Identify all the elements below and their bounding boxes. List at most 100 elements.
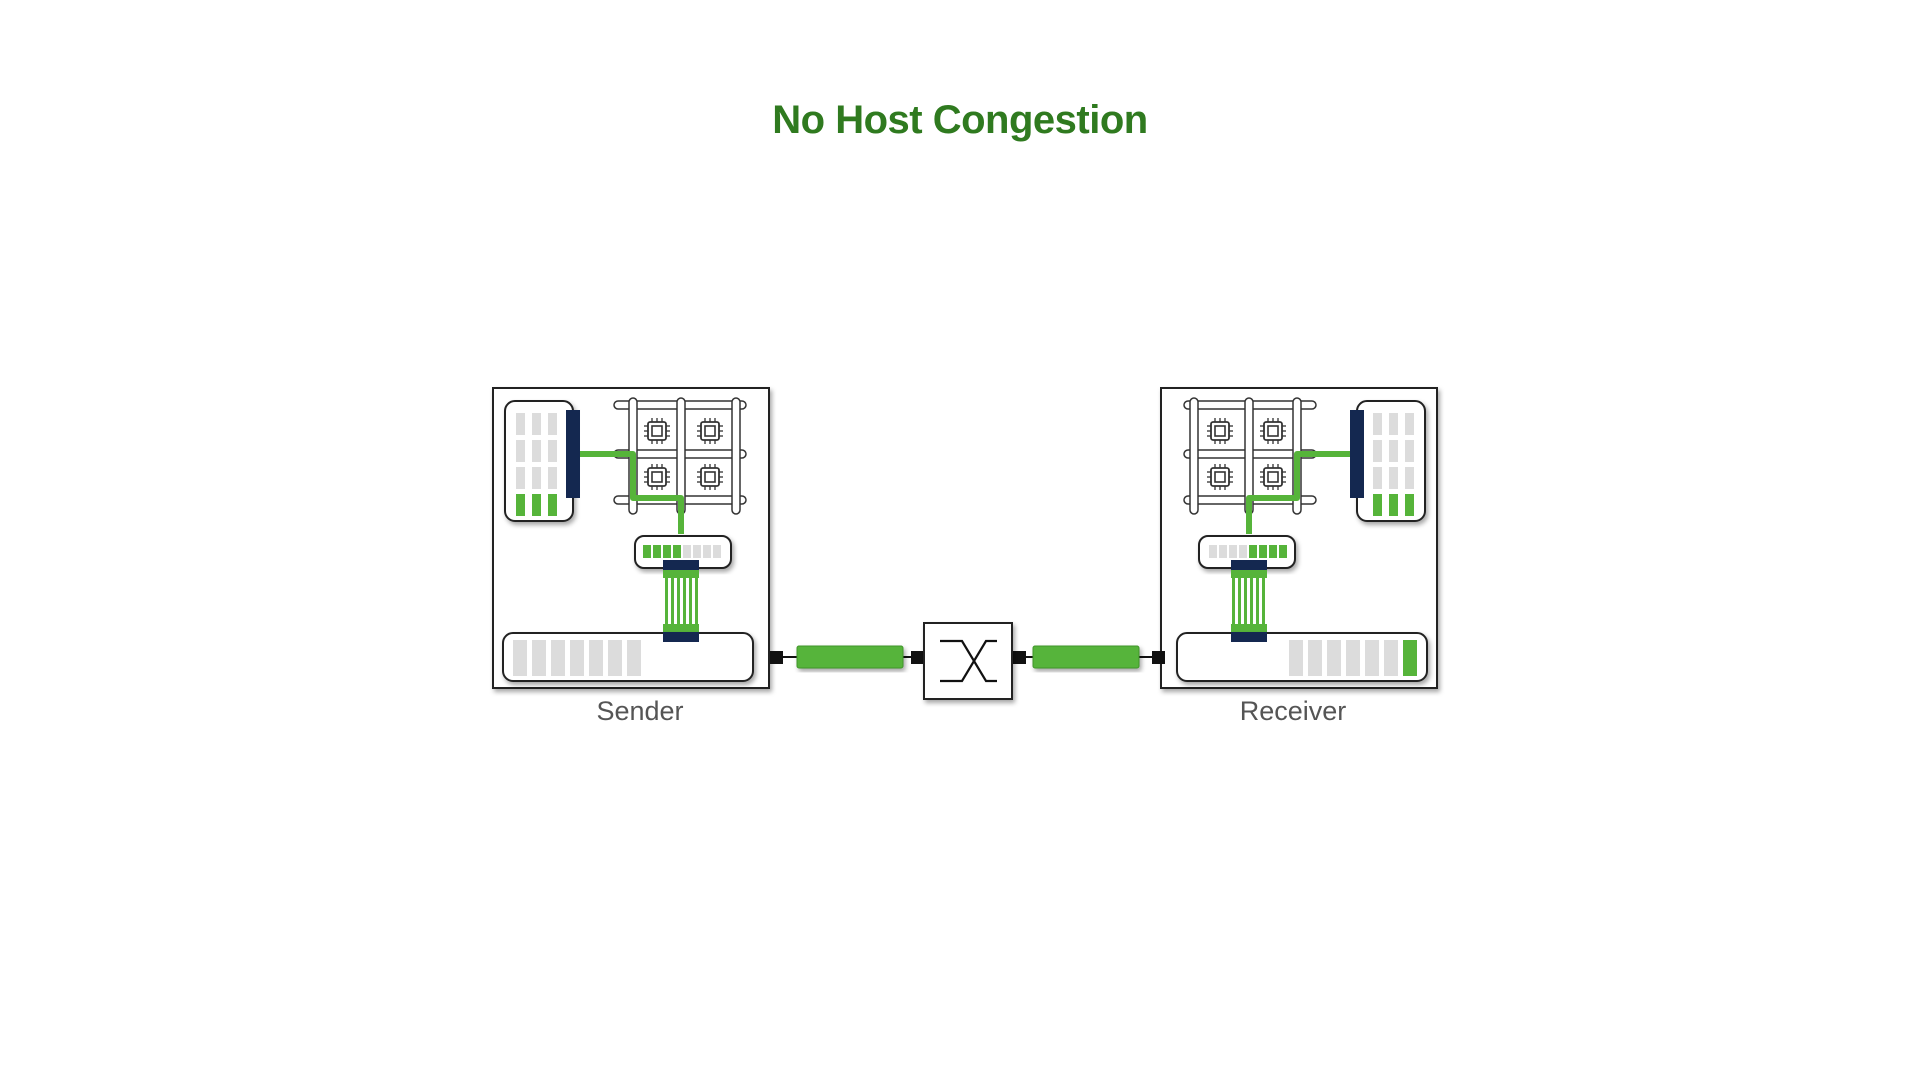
pcie-lane	[1262, 578, 1265, 625]
link-packet	[796, 645, 904, 669]
cpu-interconnect-grid	[580, 397, 747, 534]
cpu-chip-icon	[644, 418, 670, 444]
cpu-chip-icon	[644, 464, 670, 490]
cpu-chip-icon	[1207, 464, 1233, 490]
nic-queue	[502, 632, 754, 682]
active-path-overlay	[1246, 451, 1350, 534]
sender-host	[492, 387, 770, 689]
pcie-connector-top	[663, 560, 699, 570]
host-labels: Sender Receiver	[596, 696, 1346, 726]
memory-slot	[548, 467, 557, 489]
switch-frame	[923, 622, 1013, 700]
nic-queue-slot	[1384, 640, 1398, 676]
memory-slot	[1389, 467, 1398, 489]
cpu-cores	[644, 418, 723, 490]
nic-queue-slot	[570, 640, 584, 676]
network-switch	[923, 622, 1013, 700]
receiver-label: Receiver	[1240, 696, 1347, 726]
nic-queue-slot	[1308, 640, 1322, 676]
pcie-connector-top-band	[663, 570, 699, 578]
memory-module	[504, 400, 580, 522]
pcie-lane	[695, 578, 698, 625]
memory-slot	[532, 440, 541, 462]
memory-slot	[1373, 440, 1382, 462]
nic-pcie-port	[1231, 632, 1267, 642]
memory-controller	[1350, 410, 1364, 498]
nic-pcie-port	[663, 632, 699, 642]
buffer-slot	[653, 545, 661, 558]
memory-slot	[516, 413, 525, 435]
pcie-connector-bottom-band	[1231, 624, 1267, 632]
cpu-interconnect-grid	[1183, 397, 1350, 534]
buffer-slot	[1229, 545, 1237, 558]
buffer-slot	[1209, 545, 1217, 558]
memory-slot	[548, 440, 557, 462]
memory-slot	[1389, 440, 1398, 462]
memory-slot	[532, 494, 541, 516]
pcie-lane	[689, 578, 692, 625]
cpu-chip-icon	[1207, 418, 1233, 444]
buffer-slot	[1279, 545, 1287, 558]
memory-slot	[1405, 494, 1414, 516]
nic-queue-slot	[1365, 640, 1379, 676]
pcie-connector-bottom-band	[663, 624, 699, 632]
nic-queue-slot	[589, 640, 603, 676]
pcie-lane	[1238, 578, 1241, 625]
memory-slot	[1373, 467, 1382, 489]
memory-slot	[1405, 467, 1414, 489]
buffer-slot	[663, 545, 671, 558]
receiver-host	[1160, 387, 1438, 689]
sender-label: Sender	[596, 696, 683, 726]
memory-slot	[1389, 413, 1398, 435]
memory-slot	[1373, 494, 1382, 516]
memory-slot	[1405, 440, 1414, 462]
pcie-connector-top	[1231, 560, 1267, 570]
grid-rail-vertical	[731, 397, 741, 515]
nic-queue-slot	[1289, 640, 1303, 676]
network-path: Sender Receiver	[596, 622, 1346, 726]
switch-crossover-icon	[940, 639, 997, 683]
link-packet	[1032, 645, 1140, 669]
memory-slot	[1373, 413, 1382, 435]
active-path-overlay	[580, 451, 684, 534]
cpu-chip-icon	[697, 464, 723, 490]
nic-queue-slot	[513, 640, 527, 676]
pcie-lane	[665, 578, 668, 625]
nic-queue-slot	[551, 640, 565, 676]
memory-slot	[548, 413, 557, 435]
pcie-lane	[1250, 578, 1253, 625]
memory-slot	[532, 413, 541, 435]
memory-slot	[532, 467, 541, 489]
buffer-slot	[713, 545, 721, 558]
link-port	[1152, 651, 1165, 664]
link-port	[911, 651, 924, 664]
buffer-slot	[1269, 545, 1277, 558]
nic-queue-slot	[608, 640, 622, 676]
memory-slot	[516, 467, 525, 489]
link-port	[1013, 651, 1026, 664]
nic-queue-slot	[1327, 640, 1341, 676]
memory-controller	[566, 410, 580, 498]
link-port	[770, 651, 783, 664]
memory-module	[1350, 400, 1426, 522]
slide-title: No Host Congestion	[772, 98, 1148, 142]
nic-queue-slot	[1403, 640, 1417, 676]
buffer-slot	[1239, 545, 1247, 558]
memory-slot	[548, 494, 557, 516]
pcie-lane	[1232, 578, 1235, 625]
grid-rail-vertical	[1189, 397, 1199, 515]
buffer-slot	[703, 545, 711, 558]
buffer-slot	[1249, 545, 1257, 558]
nic-queue-slot	[1346, 640, 1360, 676]
memory-slot	[1405, 413, 1414, 435]
memory-slot	[516, 494, 525, 516]
pcie-lane	[1244, 578, 1247, 625]
pcie-lane	[683, 578, 686, 625]
buffer-slot	[1259, 545, 1267, 558]
cpu-chip-icon	[1260, 464, 1286, 490]
pcie-lane	[671, 578, 674, 625]
pcie-buffer	[1198, 535, 1296, 569]
pcie-lane	[677, 578, 680, 625]
buffer-slot	[673, 545, 681, 558]
